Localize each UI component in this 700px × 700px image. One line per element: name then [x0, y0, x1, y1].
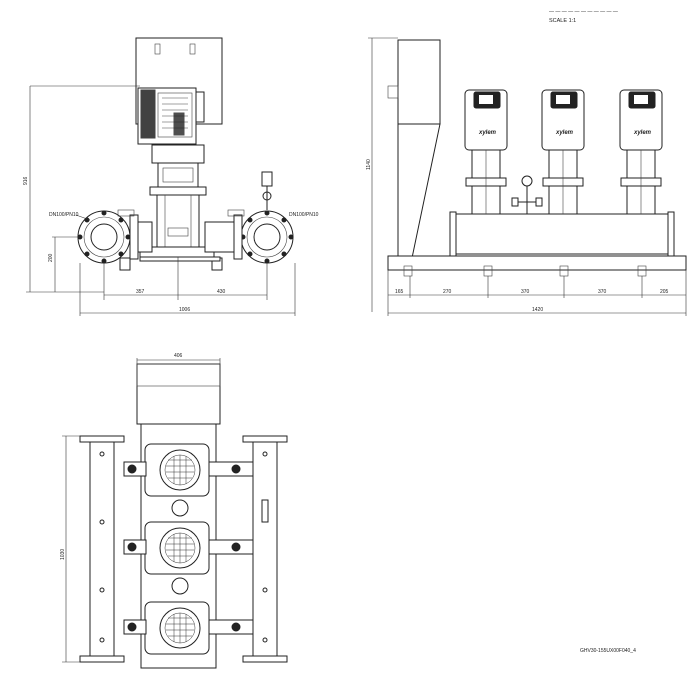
base-hole — [171, 577, 189, 595]
top-dimensions: 1030 — [60, 435, 80, 663]
side-dim-4: 370 — [598, 289, 607, 295]
front-dimensions: 916 200 357 430 1006 DN100/PN10 DN100/PN… — [23, 85, 319, 316]
side-height-dim: 1140 — [366, 159, 372, 170]
pump-side-2: xylem — [541, 89, 585, 215]
motor-front — [137, 87, 205, 145]
valve-gauge-front — [119, 171, 273, 271]
side-dim-5: 205 — [660, 289, 669, 295]
side-dim-1: 165 — [395, 289, 404, 295]
flange-right-label: DN100/PN10 — [289, 212, 319, 218]
base-hole — [171, 499, 189, 517]
pump-column-front — [139, 144, 215, 258]
flange-left-label: DN100/PN10 — [49, 212, 79, 218]
base-frame-side — [387, 255, 687, 271]
top-length-dim: 1030 — [60, 549, 66, 560]
base-frame-front — [139, 256, 221, 262]
panel-bracket — [189, 43, 196, 55]
brand-logo-3: xylem — [633, 130, 652, 136]
panel-bracket — [154, 43, 161, 55]
top-width-dim: 406 — [174, 353, 183, 359]
front-height-dim: 916 — [23, 176, 29, 185]
drawing-code: GHV30-155UX00F040_4 — [580, 648, 636, 654]
front-dim-right: 430 — [217, 289, 226, 295]
brand-logo-2: xylem — [555, 130, 574, 136]
flange-left — [77, 209, 153, 264]
title-block-text: — — — — — — — — — — — — [549, 9, 618, 15]
front-axis-height-dim: 200 — [48, 253, 54, 262]
front-dim-total: 1006 — [179, 307, 190, 313]
side-dimensions: 1140 165 270 370 370 205 1420 — [366, 37, 687, 316]
pump-side-1: xylem — [464, 89, 508, 215]
manifold-left — [79, 435, 125, 663]
side-dim-2: 270 — [443, 289, 452, 295]
side-dim-3: 370 — [521, 289, 530, 295]
pump-top-2 — [123, 521, 254, 575]
front-view: 916 200 357 430 1006 DN100/PN10 DN100/PN… — [23, 37, 319, 316]
front-dim-left: 357 — [136, 289, 145, 295]
header-pipe — [453, 213, 671, 255]
gauge-assembly-side — [511, 175, 543, 214]
brand-logo-1: xylem — [478, 130, 497, 136]
control-panel-side — [397, 39, 441, 125]
pump-top-3 — [123, 601, 254, 655]
pump-top-1 — [123, 443, 254, 497]
header: — — — — — — — — — — — SCALE 1:1 — [549, 9, 618, 24]
side-view: xylem xylem xylem — [366, 37, 687, 316]
panel-stand — [397, 123, 441, 259]
top-view: 406 — [60, 353, 288, 669]
control-panel-top — [136, 363, 221, 425]
scale-label: SCALE 1:1 — [549, 18, 576, 24]
flange-right — [204, 209, 294, 264]
manifold-right — [242, 435, 288, 663]
side-dim-total: 1420 — [532, 307, 543, 313]
pump-side-3: xylem — [619, 89, 663, 215]
